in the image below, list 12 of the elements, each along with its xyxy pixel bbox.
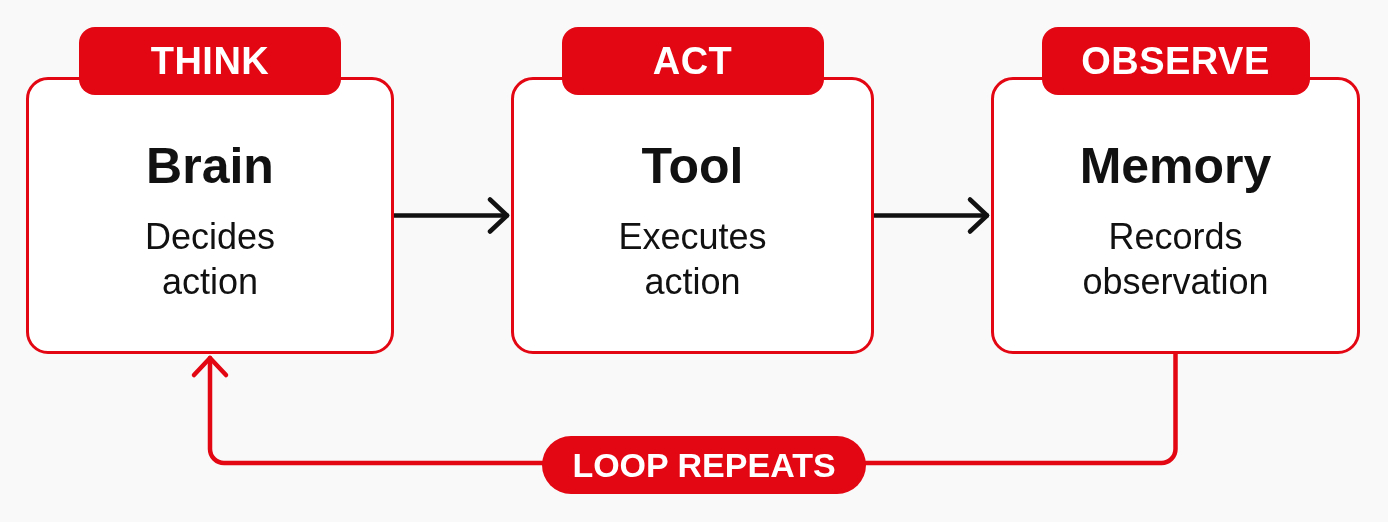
stage-tab: THINK (79, 27, 341, 95)
card-description: Executes action (617, 215, 768, 304)
card-description: Decides action (143, 215, 277, 304)
arrow (391, 197, 510, 234)
arrow (871, 197, 990, 234)
edge-label: LOOP REPEATS (542, 436, 866, 494)
stage-tab: ACT (561, 27, 824, 95)
card-title: Tool (640, 137, 745, 196)
card-title: Memory (1078, 137, 1273, 196)
card-description: Records observation (1081, 215, 1270, 304)
stage-tab: OBSERVE (1041, 27, 1310, 95)
card-title: Brain (145, 137, 275, 196)
